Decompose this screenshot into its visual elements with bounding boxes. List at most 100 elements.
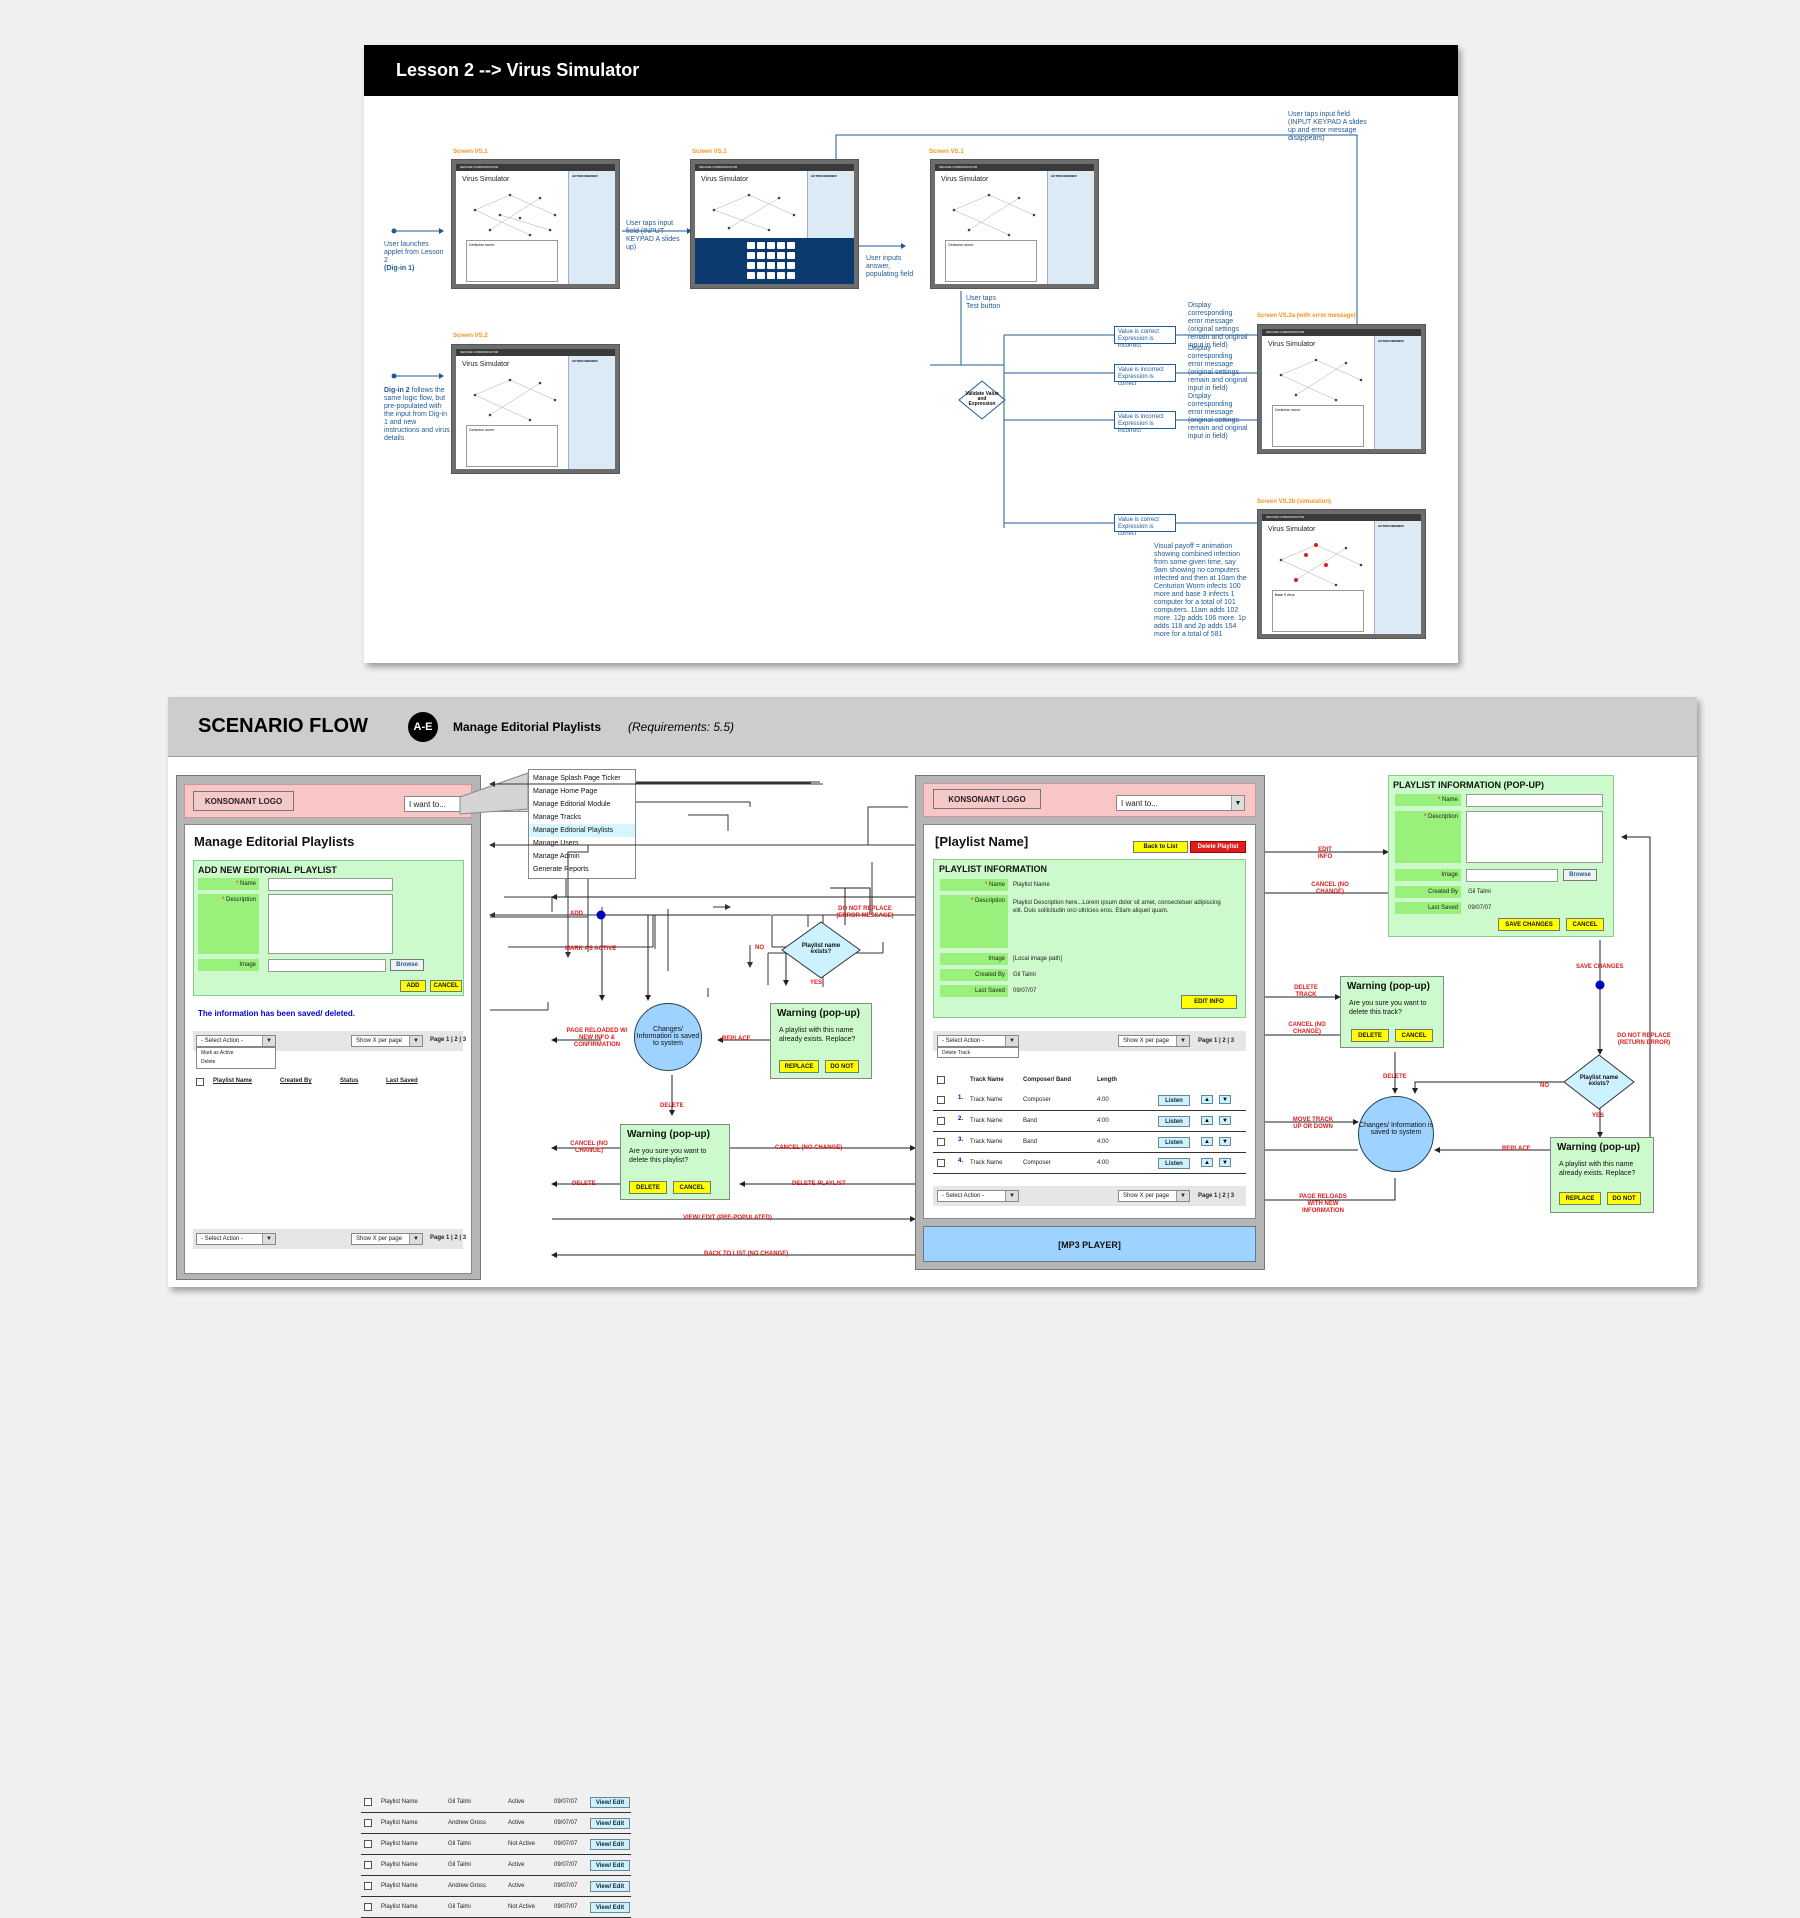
track-number: 2.: [958, 1116, 964, 1122]
track-listen-button[interactable]: Listen: [1158, 1116, 1190, 1127]
popup-image-input[interactable]: [1466, 869, 1558, 882]
right-cancel-track-button[interactable]: CANCEL: [1395, 1029, 1433, 1042]
right-show-x-bottom[interactable]: Show X per page▼: [1118, 1190, 1190, 1202]
left-col-status: Status: [340, 1078, 359, 1084]
menu-item-home[interactable]: Manage Home Page: [533, 788, 598, 795]
right-replace-button[interactable]: REPLACE: [1559, 1192, 1601, 1205]
row-checkbox[interactable]: [364, 1840, 372, 1848]
right-pagination-bottom[interactable]: Page 1 | 2 | 3: [1198, 1193, 1235, 1199]
move-down-icon[interactable]: ▼: [1219, 1137, 1231, 1146]
row-checkbox[interactable]: [364, 1861, 372, 1869]
left-show-x-top[interactable]: Show X per page▼: [351, 1035, 423, 1047]
menu-item-splash[interactable]: Manage Splash Page Ticker: [533, 775, 621, 782]
left-browse-button[interactable]: Browse: [390, 959, 424, 971]
popup-cancel-button[interactable]: CANCEL: [1566, 918, 1604, 931]
mp3-player[interactable]: [MP3 PLAYER]: [923, 1226, 1256, 1262]
right-select-action-bottom[interactable]: - Select Action -▼: [937, 1190, 1019, 1202]
right-back-to-list-button[interactable]: Back to List: [1133, 841, 1188, 853]
track-composer: Band: [1023, 1139, 1038, 1145]
row-divider: [361, 1896, 631, 1897]
popup-browse-button[interactable]: Browse: [1563, 869, 1597, 881]
left-pagination-bottom[interactable]: Page 1 | 2 | 3: [430, 1235, 467, 1241]
track-listen-button[interactable]: Listen: [1158, 1158, 1190, 1169]
menu-item-tracks[interactable]: Manage Tracks: [533, 814, 581, 821]
move-up-icon[interactable]: ▲: [1201, 1158, 1213, 1167]
move-down-icon[interactable]: ▼: [1219, 1116, 1231, 1125]
left-saved-message: The information has been saved/ deleted.: [198, 1009, 355, 1018]
popup-description-label: * Description: [1395, 811, 1461, 863]
menu-item-users[interactable]: Manage Users: [533, 840, 579, 847]
track-checkbox[interactable]: [937, 1117, 945, 1125]
left-description-input[interactable]: [268, 894, 393, 954]
left-name-input[interactable]: [268, 878, 393, 891]
center-warn-exists-popup: Warning (pop-up) A playlist with this na…: [770, 1003, 872, 1079]
row-divider: [361, 1875, 631, 1876]
row-checkbox[interactable]: [364, 1819, 372, 1827]
row-last-saved: 09/07/07: [554, 1820, 578, 1826]
dropdown-option-mark-active[interactable]: Mark as Active: [201, 1050, 234, 1056]
right-created-label: Created By: [940, 969, 1008, 981]
menu-item-reports[interactable]: Generate Reports: [533, 866, 589, 873]
row-checkbox[interactable]: [364, 1882, 372, 1890]
move-down-icon[interactable]: ▼: [1219, 1095, 1231, 1104]
right-description-label: * Description: [940, 895, 1008, 948]
left-select-action-top[interactable]: - Select Action -▼: [196, 1035, 276, 1047]
right-edit-info-button[interactable]: EDIT INFO: [1181, 995, 1237, 1009]
lbl-page-reloaded: PAGE RELOADED W/ NEW INFO & CONFIRMATION: [566, 1028, 628, 1048]
right-select-all-checkbox[interactable]: [937, 1076, 945, 1084]
left-pagination-top[interactable]: Page 1 | 2 | 3: [430, 1037, 467, 1043]
right-show-x-top[interactable]: Show X per page▼: [1118, 1035, 1190, 1047]
lbl-delete-track: DELETE TRACK: [1294, 985, 1318, 998]
track-listen-button[interactable]: Listen: [1158, 1095, 1190, 1106]
right-saved-value: 09/07/07: [1013, 988, 1037, 994]
row-view-edit-button[interactable]: View/ Edit: [590, 1881, 630, 1892]
right-delete-track-button[interactable]: DELETE: [1351, 1029, 1389, 1042]
right-delete-playlist-button[interactable]: Delete Playlist: [1190, 841, 1246, 853]
right-pagination-top[interactable]: Page 1 | 2 | 3: [1198, 1038, 1235, 1044]
move-up-icon[interactable]: ▲: [1201, 1095, 1213, 1104]
thumb-vs2a: SECURE COMMUNICATOR Virus Simulator ACTI…: [1257, 324, 1426, 454]
popup-save-changes-button[interactable]: SAVE CHANGES: [1498, 918, 1560, 931]
move-down-icon[interactable]: ▼: [1219, 1158, 1231, 1167]
track-listen-button[interactable]: Listen: [1158, 1137, 1190, 1148]
lbl-cancel-track: CANCEL (NO CHANGE): [1288, 1022, 1326, 1035]
lbl-edit-info: EDIT INFO: [1317, 847, 1333, 860]
menu-item-editorial-playlists[interactable]: Manage Editorial Playlists: [529, 824, 635, 837]
right-do-not-button[interactable]: DO NOT: [1607, 1192, 1641, 1205]
dropdown-option-delete[interactable]: Delete: [201, 1059, 216, 1065]
row-view-edit-button[interactable]: View/ Edit: [590, 1797, 630, 1808]
row-view-edit-button[interactable]: View/ Edit: [590, 1818, 630, 1829]
center-cancel-button[interactable]: CANCEL: [673, 1181, 711, 1194]
popup-description-input[interactable]: [1466, 811, 1603, 863]
right-col-length: Length: [1097, 1077, 1117, 1083]
right-description-value: Playlist Description here...Lorem ipsum …: [1013, 900, 1221, 914]
row-playlist-name: Playlist Name: [381, 1841, 418, 1847]
right-name-label: * Name: [940, 879, 1008, 891]
left-image-input[interactable]: [268, 959, 386, 972]
right-select-action-top[interactable]: - Select Action -▼: [937, 1035, 1019, 1047]
popup-name-input[interactable]: [1466, 794, 1603, 807]
track-checkbox[interactable]: [937, 1159, 945, 1167]
move-up-icon[interactable]: ▲: [1201, 1137, 1213, 1146]
left-select-all-checkbox[interactable]: [196, 1078, 204, 1086]
center-delete-button[interactable]: DELETE: [629, 1181, 667, 1194]
track-checkbox[interactable]: [937, 1138, 945, 1146]
center-do-not-button[interactable]: DO NOT: [825, 1060, 859, 1073]
dropdown-option-delete-track[interactable]: Delete Track: [942, 1050, 971, 1056]
row-view-edit-button[interactable]: View/ Edit: [590, 1860, 630, 1871]
menu-item-editorial-module[interactable]: Manage Editorial Module: [533, 801, 611, 808]
row-view-edit-button[interactable]: View/ Edit: [590, 1839, 630, 1850]
move-up-icon[interactable]: ▲: [1201, 1116, 1213, 1125]
track-checkbox[interactable]: [937, 1096, 945, 1104]
left-select-action-bottom[interactable]: - Select Action -▼: [196, 1233, 276, 1245]
row-checkbox[interactable]: [364, 1798, 372, 1806]
center-replace-button[interactable]: REPLACE: [779, 1060, 819, 1073]
left-cancel-button[interactable]: CANCEL: [430, 980, 462, 992]
row-view-edit-button[interactable]: View/ Edit: [590, 1902, 630, 1913]
right-i-want-select[interactable]: I want to...▼: [1116, 795, 1245, 811]
menu-item-admin[interactable]: Manage Admin: [533, 853, 580, 860]
row-checkbox[interactable]: [364, 1903, 372, 1911]
left-show-x-bottom[interactable]: Show X per page▼: [351, 1233, 423, 1245]
left-add-button[interactable]: ADD: [400, 980, 426, 992]
